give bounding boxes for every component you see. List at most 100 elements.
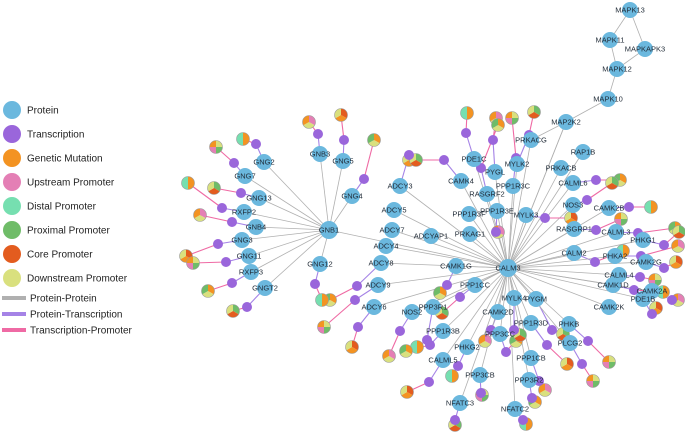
promoter-node-phkb-slice bbox=[602, 355, 609, 362]
protein-label-calml3: CALML3 bbox=[601, 228, 630, 237]
protein-node-adcy5 bbox=[386, 202, 402, 218]
transcription-node-gnb4 bbox=[227, 217, 237, 227]
protein-node-camk2g bbox=[638, 254, 654, 270]
transcription-node-gng3 bbox=[213, 239, 223, 249]
promoter-node-gng4 bbox=[367, 133, 381, 147]
protein-node-rasgrp1 bbox=[566, 221, 582, 237]
edge-pp bbox=[507, 231, 617, 269]
protein-layer bbox=[234, 2, 660, 417]
edge-pp bbox=[507, 121, 567, 269]
protein-label-ppp1r3e: PPP1R3E bbox=[480, 207, 514, 216]
protein-label-phka2: PHKA2 bbox=[603, 252, 628, 261]
protein-label-ppp3cc: PPP3CC bbox=[485, 330, 516, 339]
transcription-node-ppp1r3b bbox=[425, 340, 435, 350]
protein-node-mapk13 bbox=[622, 2, 638, 18]
promoter-node-gng7-slice bbox=[209, 140, 216, 147]
edge-pp bbox=[241, 229, 330, 241]
protein-label-adcy7: ADCY7 bbox=[379, 226, 404, 235]
edge-pp bbox=[507, 267, 532, 359]
protein-node-ppp1r3e bbox=[489, 203, 505, 219]
protein-node-adcyap1 bbox=[423, 228, 439, 244]
transcription-node-phkg1 bbox=[659, 240, 669, 250]
protein-node-prkacb bbox=[553, 160, 569, 176]
promoter-node-phkg2-slice bbox=[445, 369, 452, 383]
promoter-node-camk1g bbox=[433, 286, 447, 300]
protein-node-ppp1r3f bbox=[461, 206, 477, 222]
promoter-node-pde1c bbox=[460, 106, 474, 120]
edge-transcription-promoter bbox=[187, 182, 223, 209]
edge-pp bbox=[507, 139, 532, 269]
edge-pp bbox=[466, 267, 509, 348]
protein-node-mapk11 bbox=[602, 32, 618, 48]
transcription-node-ppp3cb bbox=[476, 388, 486, 398]
protein-node-gng5 bbox=[335, 153, 351, 169]
edge-pp bbox=[460, 180, 509, 269]
protein-label-prkacb: PRKACB bbox=[546, 164, 577, 173]
transcription-node-gnb3 bbox=[313, 129, 323, 139]
protein-label-gng11: GNG11 bbox=[237, 252, 262, 261]
promoter-node-rasgrf2-slice bbox=[492, 125, 504, 132]
protein-node-mylk2 bbox=[509, 156, 525, 172]
legend-label-upstream-promoter: Upstream Promoter bbox=[27, 178, 115, 189]
promoter-node-adcy9-slice bbox=[324, 327, 331, 334]
protein-label-phkg2: PHKG2 bbox=[454, 343, 479, 352]
promoter-node-ppp1r3c-slice bbox=[512, 111, 519, 118]
protein-label-calm3: CALM3 bbox=[495, 264, 520, 273]
edge-pp bbox=[399, 185, 509, 269]
edge-pp bbox=[391, 229, 509, 269]
protein-label-camk2d: CAMK2D bbox=[482, 308, 514, 317]
promoter-node-gnb4-slice bbox=[194, 215, 206, 222]
edge-pp bbox=[499, 267, 509, 335]
transcription-node-ppp1r3d bbox=[542, 340, 552, 350]
protein-label-gng3: GNG3 bbox=[231, 236, 252, 245]
edge-pp bbox=[507, 214, 527, 269]
edge-pp bbox=[496, 210, 509, 269]
protein-node-nos3 bbox=[565, 197, 581, 213]
legend-swatch-proximal-promoter bbox=[3, 221, 21, 239]
promoter-node-rxfp2-slice bbox=[181, 176, 188, 190]
protein-node-phkb bbox=[561, 316, 577, 332]
promoter-node-ppp1r3c-slice bbox=[505, 118, 512, 125]
transcription-node-adcy9 bbox=[350, 295, 360, 305]
protein-node-gnb4 bbox=[248, 219, 264, 235]
edge-pp bbox=[385, 245, 509, 269]
protein-node-phkg1 bbox=[635, 232, 651, 248]
protein-label-pde1c: PDE1C bbox=[461, 155, 487, 164]
promoter-node-camk2b-slice bbox=[644, 200, 651, 214]
legend-label-downstream-promoter: Downstream Promoter bbox=[27, 274, 128, 285]
protein-node-ppp1r3d bbox=[523, 315, 539, 331]
edge-pp bbox=[243, 211, 330, 231]
protein-node-ppp1cb bbox=[523, 350, 539, 366]
edge-pp bbox=[507, 267, 620, 276]
protein-node-rap1b bbox=[575, 144, 591, 160]
protein-label-pygl: PYGL bbox=[485, 168, 505, 177]
promoter-node-rasgrp1-slice bbox=[621, 219, 628, 226]
transcription-node-pygm bbox=[547, 325, 557, 335]
protein-label-nos3: NOS3 bbox=[563, 201, 583, 210]
protein-label-nfatc3: NFATC3 bbox=[446, 399, 474, 408]
protein-node-gng13 bbox=[251, 190, 267, 206]
legend-swatch-genetic-mutation bbox=[3, 149, 21, 167]
promoter-node-gng13 bbox=[207, 181, 221, 195]
protein-label-ppp1r3d: PPP1R3D bbox=[514, 319, 549, 328]
protein-label-nos2: NOS2 bbox=[402, 308, 422, 317]
transcription-node-phkb bbox=[583, 336, 593, 346]
edge-pp bbox=[507, 204, 574, 269]
edge-pp bbox=[328, 229, 509, 269]
promoter-node-phkb-slice bbox=[609, 355, 616, 362]
edge-pp bbox=[507, 167, 562, 269]
legend-label-genetic-mutation: Genetic Mutation bbox=[27, 154, 103, 165]
edge-transcription-promoter bbox=[480, 124, 499, 169]
legend-label-distal-promoter: Distal Promoter bbox=[27, 202, 97, 213]
promoter-node-gng2-slice bbox=[236, 132, 243, 146]
transcription-node-camk4 bbox=[439, 155, 449, 165]
protein-node-mapkapk3 bbox=[637, 41, 653, 57]
promoter-node-ppp1r3d bbox=[560, 357, 574, 371]
protein-label-pde1b: PDE1B bbox=[631, 295, 656, 304]
promoter-node-ppp1r3b bbox=[399, 344, 413, 358]
protein-label-gng2: GNG2 bbox=[253, 158, 274, 167]
edge-pp bbox=[263, 161, 330, 231]
transcription-node-nos2 bbox=[395, 326, 405, 336]
transcription-node-camk1d bbox=[629, 285, 639, 295]
protein-node-pygl bbox=[487, 164, 503, 180]
